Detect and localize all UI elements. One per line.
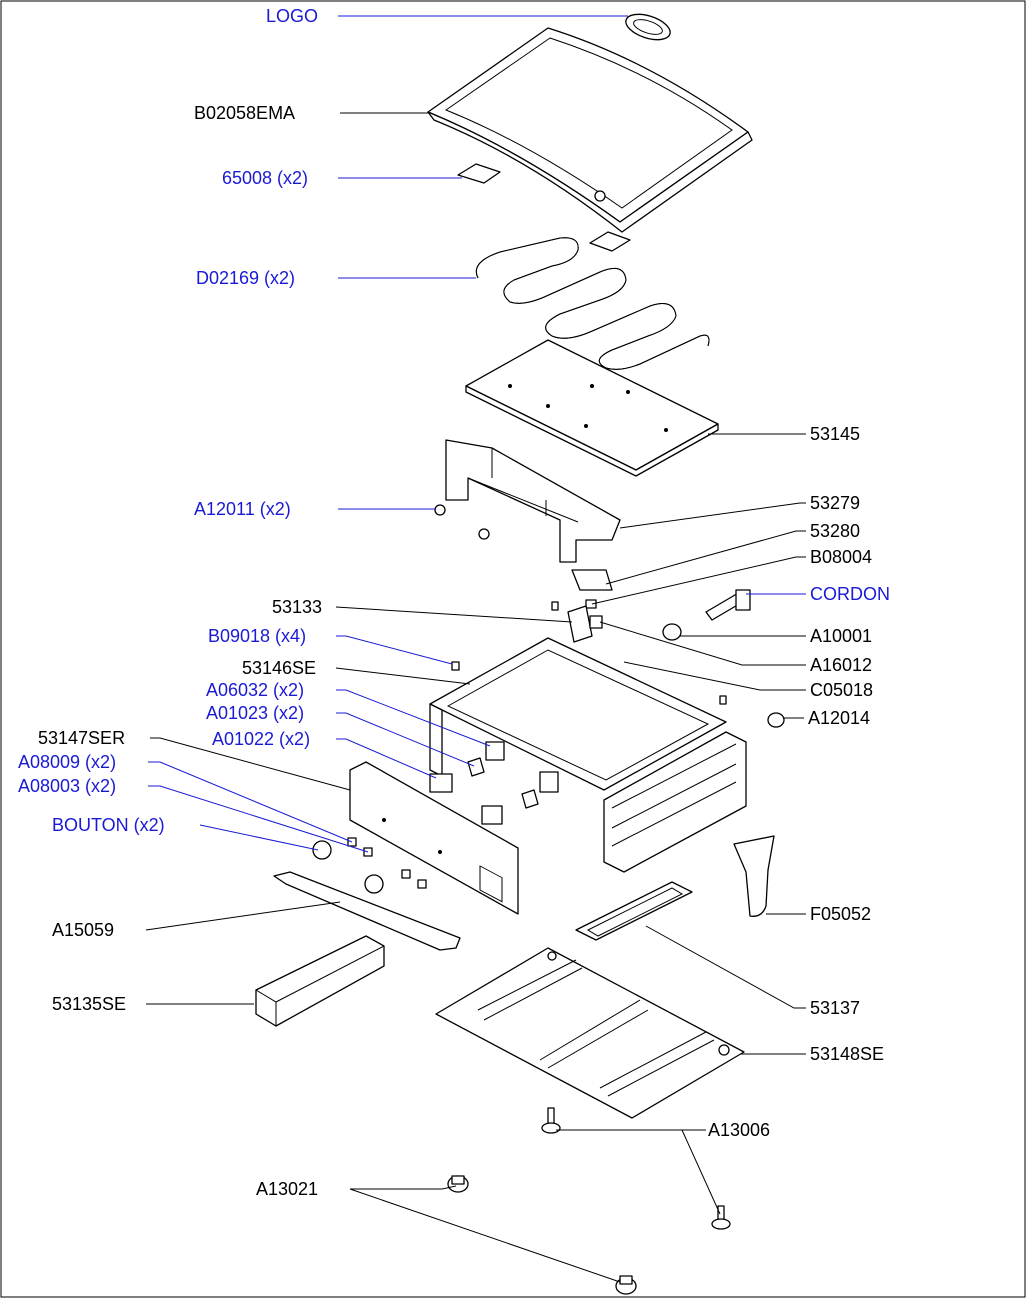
leader-53133 [335, 606, 573, 623]
handle-part [273, 871, 461, 951]
label-a08009: A08009 (x2) [18, 752, 116, 772]
label-bouton: BOUTON (x2) [52, 815, 165, 835]
switch-part-2 [429, 773, 453, 793]
leader-53137 [645, 925, 806, 1009]
foot-part-2 [711, 1205, 731, 1230]
caster-part-1 [447, 1175, 469, 1193]
label-53135se: 53135SE [52, 994, 126, 1014]
label-a06032: A06032 (x2) [206, 680, 304, 700]
label-53147ser: 53147SER [38, 728, 125, 748]
label-53146se: 53146SE [242, 658, 316, 678]
grommet-part [767, 712, 785, 728]
label-a12011: A12011 (x2) [194, 499, 291, 519]
connector-part [589, 615, 603, 629]
label-53148se: 53148SE [810, 1044, 884, 1064]
leader-b09018 [336, 635, 453, 665]
label-a12014: A12014 [808, 708, 870, 728]
label-a10001: A10001 [810, 626, 872, 646]
leader-a16012 [599, 621, 806, 666]
label-a13006: A13006 [708, 1120, 770, 1140]
logo-badge-part [625, 13, 671, 41]
label-b09018: B09018 (x4) [208, 626, 306, 646]
label-f05052: F05052 [810, 904, 871, 924]
label-cordon: CORDON [810, 584, 890, 604]
label-53145: 53145 [810, 424, 860, 444]
leader-a06032 [336, 689, 491, 747]
leader-bouton [199, 824, 319, 851]
label-53133: 53133 [272, 597, 322, 617]
label-b08004: B08004 [810, 547, 872, 567]
leader-a15059 [145, 901, 341, 931]
plate-53133-part [567, 605, 593, 643]
relay-part-1 [467, 757, 485, 777]
housing-part [434, 439, 621, 563]
base-plate-part [435, 947, 745, 1119]
switch-part-3 [481, 805, 503, 825]
knob-part-2 [364, 874, 384, 894]
leader-c05018 [623, 661, 806, 691]
leader-a08003 [148, 785, 369, 853]
clip-part-1 [457, 163, 501, 184]
relay-part-2 [521, 789, 539, 809]
leader-a13006-b [681, 1129, 721, 1215]
label-53279: 53279 [810, 493, 860, 513]
caster-part-2 [615, 1275, 637, 1295]
label-a13021: A13021 [256, 1179, 318, 1199]
stud-part-1 [551, 601, 559, 611]
label-a16012: A16012 [810, 655, 872, 675]
pin-part-3 [401, 869, 411, 879]
leader-b08004 [591, 556, 806, 605]
label-65008: 65008 (x2) [222, 168, 308, 188]
switch-part-4 [539, 771, 559, 793]
leader-a01022 [336, 738, 437, 779]
label-a01022: A01022 (x2) [212, 729, 310, 749]
leader-53280 [605, 530, 806, 585]
power-cord-part [705, 589, 751, 621]
label-logo: LOGO [266, 6, 318, 26]
tray-holder-part [575, 881, 693, 941]
label-53137: 53137 [810, 998, 860, 1018]
switch-part-1 [485, 741, 505, 761]
heat-plate-part [465, 339, 719, 477]
clip-part-2 [589, 231, 631, 252]
griddle-plate-part [427, 27, 753, 233]
label-a15059: A15059 [52, 920, 114, 940]
pin-part-4 [417, 879, 427, 889]
drip-tray-part [255, 935, 385, 1027]
leader-a08009 [148, 761, 353, 843]
scraper-part [733, 835, 775, 917]
leader-a13021 [350, 1185, 457, 1190]
label-d02169: D02169 (x2) [196, 268, 295, 288]
front-panel-part [349, 761, 519, 915]
knob-part-1 [312, 840, 332, 860]
terminal-part [585, 599, 597, 609]
leader-a01023 [336, 712, 475, 767]
leader-53279 [619, 502, 806, 529]
stud-part-2 [451, 661, 460, 671]
stud-part-3 [719, 695, 727, 705]
label-c05018: C05018 [810, 680, 873, 700]
cap-part [662, 623, 682, 641]
label-a01023: A01023 (x2) [206, 703, 304, 723]
leader-a13021-b [349, 1188, 621, 1283]
body-frame-part [429, 637, 747, 873]
label-a08003: A08003 (x2) [18, 776, 116, 796]
foot-part-1 [541, 1107, 561, 1134]
bracket-part [571, 569, 613, 591]
label-53280: 53280 [810, 521, 860, 541]
leader-53146se [335, 667, 471, 685]
label-b02058ema: B02058EMA [194, 103, 295, 123]
leader-53147ser [150, 737, 351, 791]
heating-element-part [475, 237, 710, 370]
